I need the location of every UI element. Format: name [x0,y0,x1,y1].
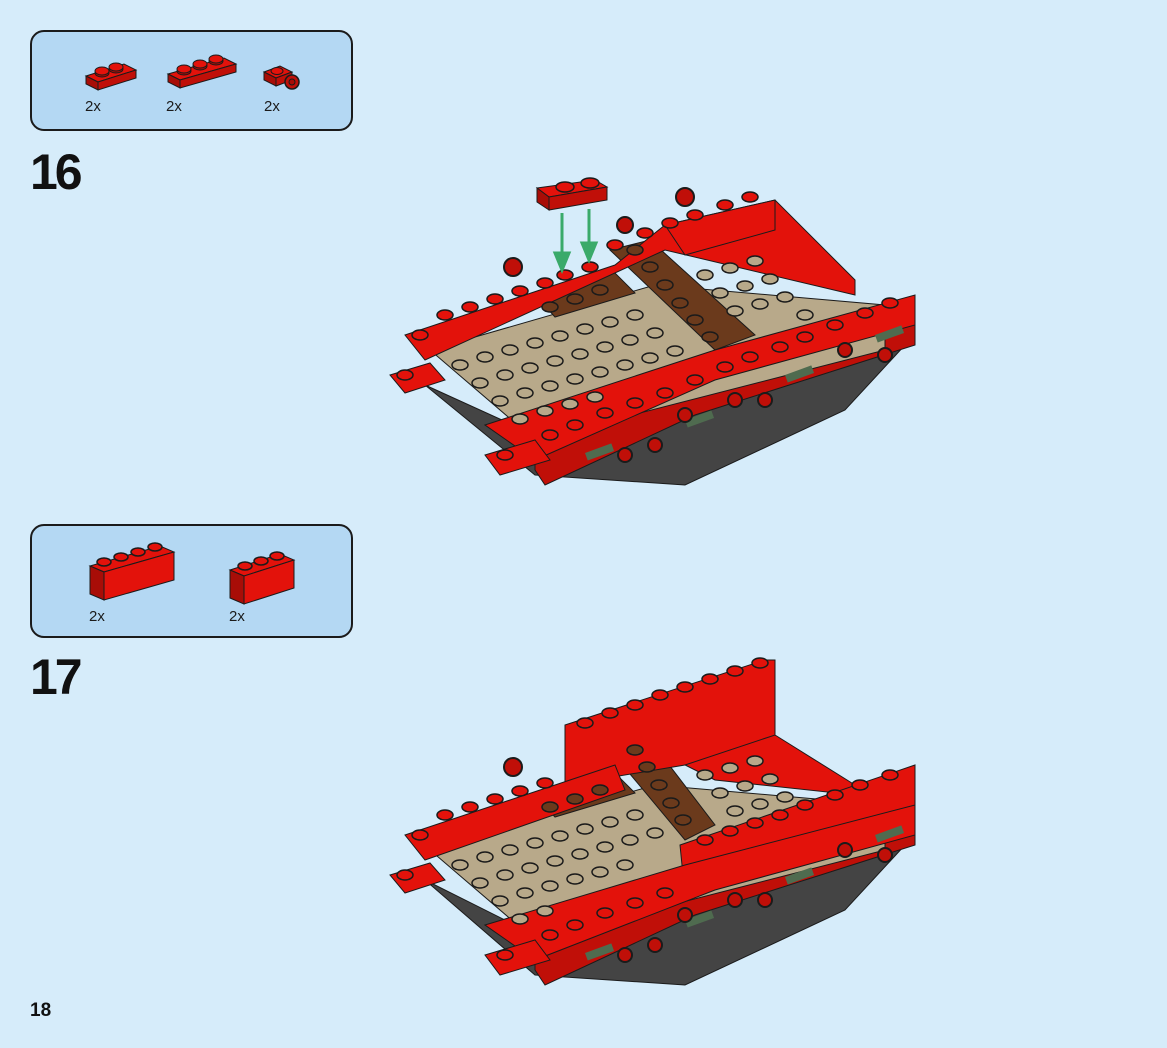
assembly-illustration-step-17 [385,655,925,995]
quantity-label: 2x [89,608,105,625]
part-brick-1x4-red [88,542,178,608]
quantity-label: 2x [166,98,182,115]
car-chassis-illustration [389,657,916,986]
plate-1x3-icon [166,54,238,89]
quantity-label: 2x [264,98,280,115]
parts-callout-step-16: 2x 2x 2x [30,30,353,131]
plate-1x2-icon [84,62,138,91]
brick-1x3-icon [228,551,296,605]
assembly-illustration-step-16 [385,175,925,495]
brick-1x4-icon [88,542,176,601]
parts-callout-step-17: 2x 2x [30,524,353,638]
step-number: 17 [30,649,83,705]
quantity-label: 2x [229,608,245,625]
page-number: 18 [30,1000,52,1021]
step-number: 16 [30,144,83,200]
placement-arrows [552,209,599,274]
part-brick-1x3-red [228,550,298,608]
part-plate-1x2-red [84,60,144,100]
new-plate-1x2 [535,177,609,211]
part-plate-clip-red [262,62,312,98]
part-plate-1x3-red [166,52,246,96]
plate-clip-icon [262,65,300,90]
car-chassis-illustration [389,177,916,486]
quantity-label: 2x [85,98,101,115]
